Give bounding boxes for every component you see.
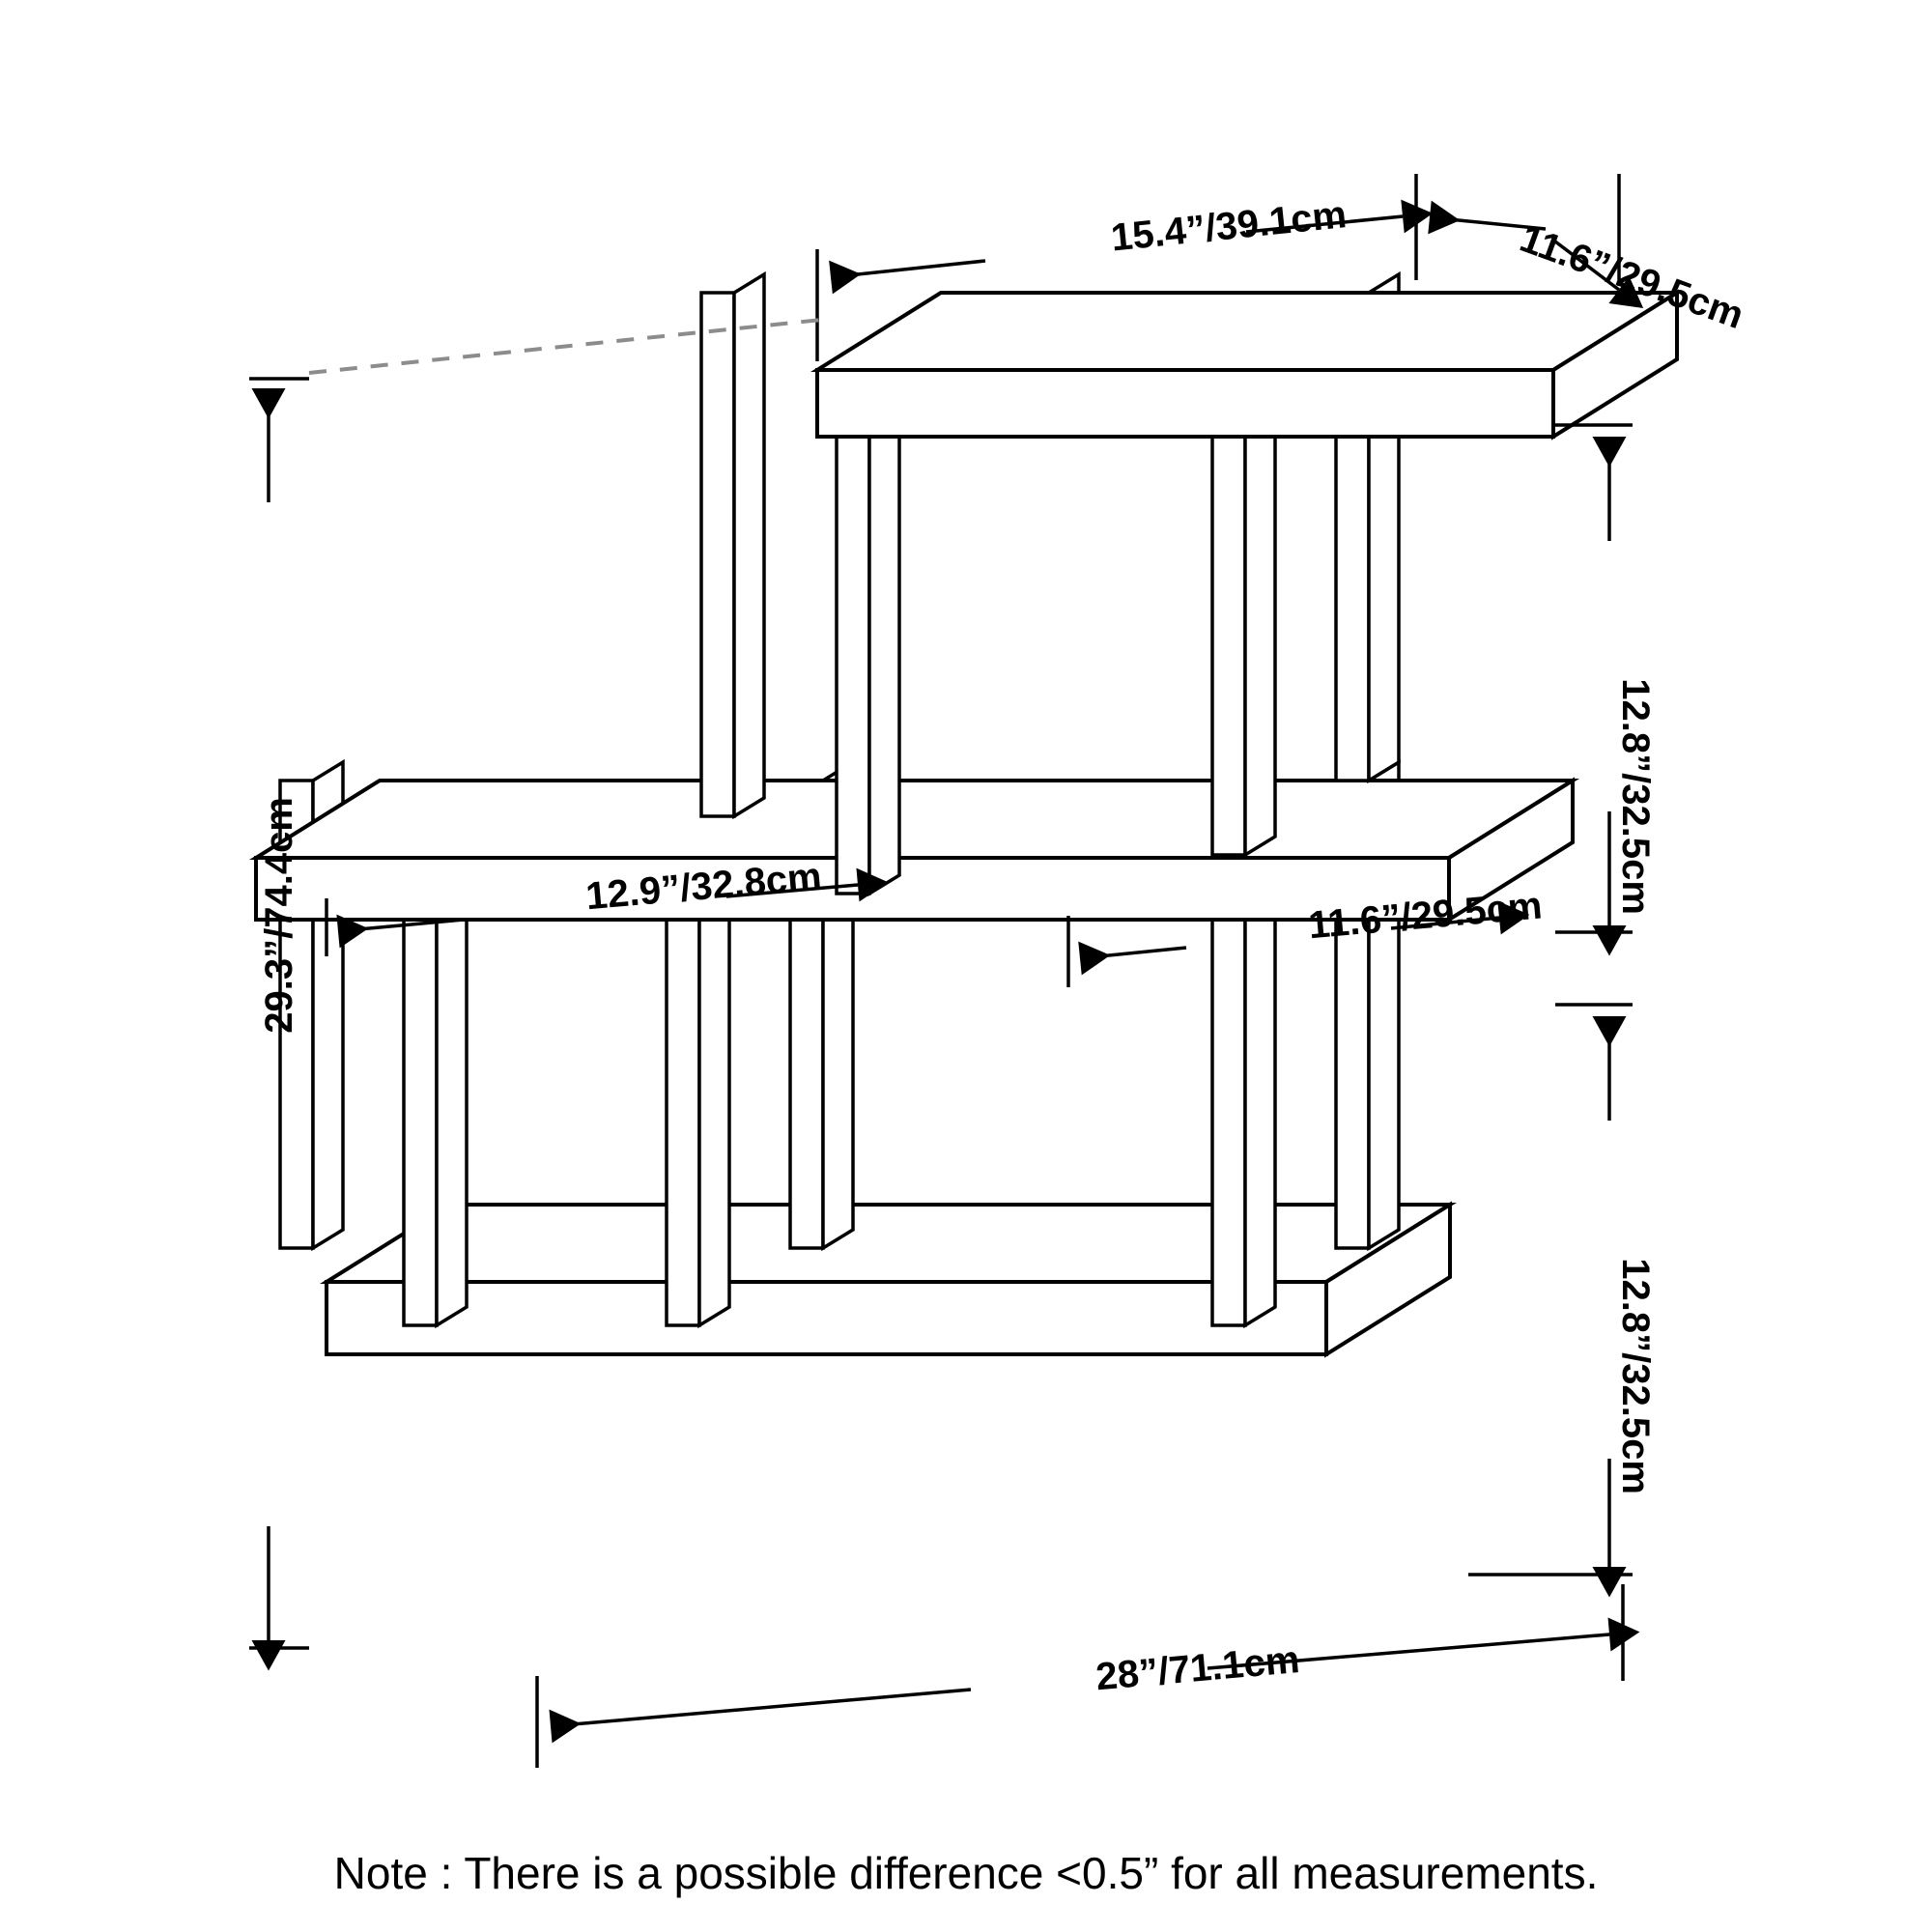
dim-arrow-mid-right bbox=[725, 867, 889, 902]
dim-arrow-mid-left bbox=[336, 914, 465, 949]
leg-face-side bbox=[732, 270, 766, 820]
leg-lower-front-left bbox=[402, 836, 469, 1329]
leg-face-front bbox=[665, 856, 701, 1327]
measurement-note: Note : There is a possible difference <0… bbox=[334, 1848, 1599, 1898]
leg-face-front bbox=[699, 291, 736, 818]
middle-shelf-right-face bbox=[1447, 777, 1575, 923]
dim-total-height: 29.3”/74.4cm bbox=[249, 317, 832, 1671]
leg-upper-front-right bbox=[1210, 348, 1277, 859]
dim-upper-tier-height: 12.8”/32.5cm bbox=[1555, 423, 1657, 1011]
bottom-shelf-front-face bbox=[325, 1280, 1328, 1356]
leg-face-front bbox=[835, 368, 871, 895]
dim-arrow-depth-right bbox=[1553, 240, 1644, 309]
leader-line-top-shelf bbox=[308, 317, 832, 375]
dim-arrow-depth-left bbox=[1428, 200, 1547, 235]
bottom-shelf-top-face bbox=[320, 1203, 1457, 1284]
dim-label-upper-tier-height: 12.8”/32.5cm bbox=[1614, 560, 1657, 1011]
bottom-shelf bbox=[320, 1201, 1457, 1358]
dim-overall-width: 28”/71.1cm bbox=[535, 1584, 1640, 1768]
dim-label-total-height: 29.3”/74.4cm bbox=[258, 700, 300, 1151]
leg-lower-front-right bbox=[1210, 836, 1277, 1329]
leg-upper-front-left bbox=[835, 348, 901, 897]
bottom-shelf-right-face bbox=[1324, 1201, 1452, 1358]
top-shelf-front-face bbox=[815, 368, 1555, 439]
dim-arrow-width-right bbox=[1207, 1617, 1640, 1670]
furniture-body bbox=[249, 270, 1684, 1358]
dim-arrow-width-left bbox=[549, 1688, 972, 1744]
leg-face-front bbox=[1210, 368, 1247, 857]
dim-label-top-shelf-width: 15.4”/39.1cm bbox=[991, 184, 1444, 271]
dim-label-overall-width: 28”/71.1cm bbox=[977, 1630, 1398, 1709]
leg-face-front bbox=[402, 856, 439, 1327]
top-shelf-right-face bbox=[1551, 289, 1679, 440]
dim-arrow-rightspan-left bbox=[1078, 941, 1187, 976]
dim-arrow-left bbox=[829, 259, 986, 295]
dim-arrow-right bbox=[1245, 199, 1434, 234]
dim-arrow-rightspan-right bbox=[1390, 900, 1530, 935]
top-shelf-top-face bbox=[810, 291, 1684, 372]
dim-lower-tier-height: 12.8”/32.5cm bbox=[1468, 1003, 1657, 1598]
top-shelf bbox=[810, 289, 1684, 440]
leg-upper-back-left bbox=[699, 270, 766, 820]
dim-label-lower-tier-height: 12.8”/32.5cm bbox=[1614, 1140, 1657, 1591]
